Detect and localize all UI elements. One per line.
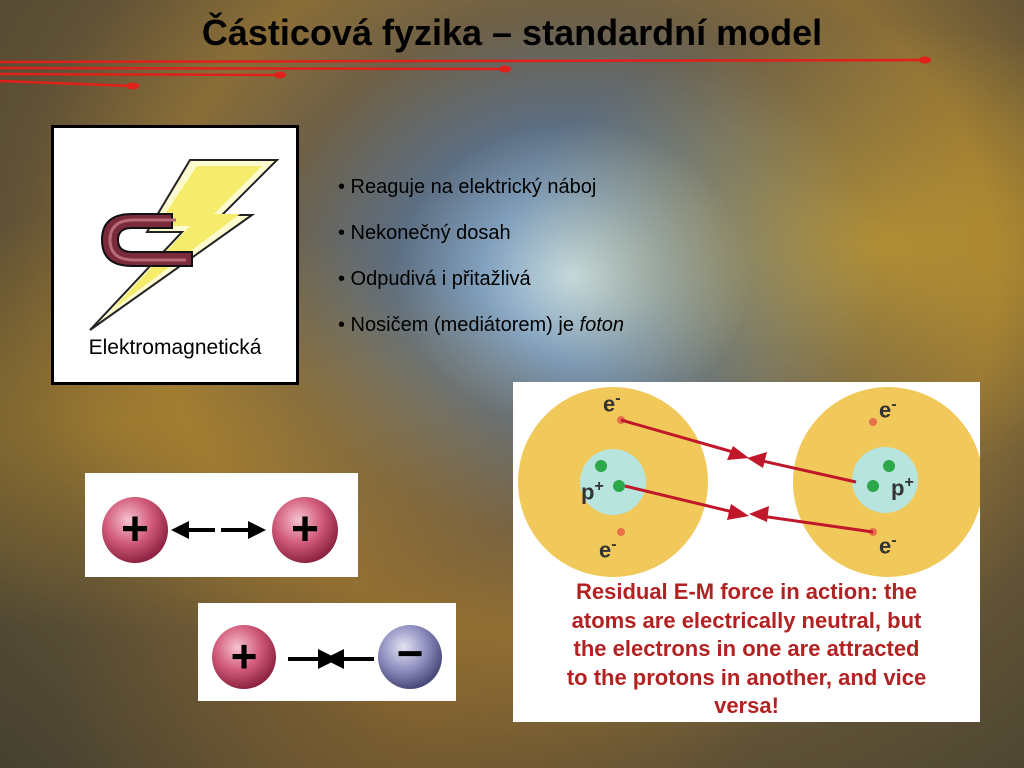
svg-text:+: + (121, 503, 149, 556)
electron-label: e- (879, 532, 897, 559)
svg-text:−: − (397, 627, 424, 679)
repulsion-diagram: + + (85, 473, 358, 577)
bullet-item: • Nekonečný dosah (338, 222, 511, 244)
force-arrows (620, 418, 874, 534)
electron-label: e- (603, 390, 621, 417)
left-atom (518, 387, 708, 577)
repel-arrows-icon (171, 521, 266, 539)
residual-em-force-figure: e- p+ e- e- p+ e- Residual E-M force in … (513, 382, 980, 722)
mediator-name: foton (579, 314, 624, 336)
positive-charge-ball: + (212, 625, 276, 689)
right-atom (793, 387, 980, 577)
proton-label: p+ (891, 474, 914, 501)
electron-label: e- (599, 536, 617, 563)
svg-text:+: + (231, 630, 258, 682)
bullet-item: • Reaguje na elektrický náboj (338, 176, 597, 198)
force-symbol-card: Elektromagnetická (51, 125, 299, 385)
slide-title: Částicová fyzika – standardní model (201, 12, 823, 53)
lightning-magnet-icon (89, 159, 280, 331)
proton-label: p+ (581, 478, 604, 505)
figure-caption: Residual E-M force in action: the atoms … (566, 579, 927, 718)
title-decoration (0, 56, 931, 90)
svg-text:+: + (291, 503, 319, 556)
negative-charge-ball: − (378, 625, 442, 689)
force-name-label: Elektromagnetická (88, 336, 262, 359)
attract-arrows-icon (288, 649, 374, 669)
bullet-item: • Odpudivá i přitažlivá (338, 268, 531, 290)
positive-charge-ball: + (102, 497, 168, 563)
electron-label: e- (879, 396, 897, 423)
positive-charge-ball: + (272, 497, 338, 563)
bullet-item: • Nosičem (mediátorem) je foton (338, 314, 624, 336)
attraction-diagram: + − (198, 603, 456, 701)
properties-list: • Reaguje na elektrický náboj • Nekonečn… (338, 176, 624, 360)
